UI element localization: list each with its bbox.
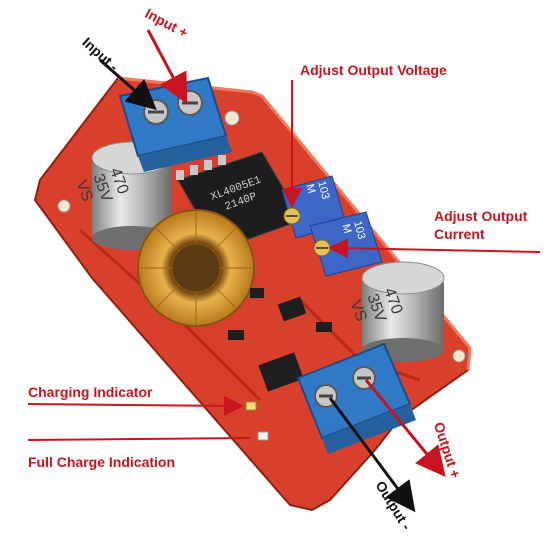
label-charging-indicator: Charging Indicator [28,384,153,400]
pot-top-code: 103 [315,180,331,201]
label-adjust-voltage: Adjust Output Voltage [300,62,447,78]
arrow-adjust-current [328,238,541,259]
pot-bottom-brand: M [340,223,354,235]
arrow-input-plus [146,29,188,104]
label-adjust-current-line2: Current [434,226,485,242]
annotation-arrows [27,29,541,513]
smd-components [228,288,332,392]
arrow-output-minus [328,397,416,513]
pot-bottom-code: 103 [351,220,367,241]
arrow-charging [27,395,244,416]
cap-right-series: VS [346,298,369,324]
pot-top-brand: M [304,183,318,195]
arrow-output-plus [364,379,446,477]
indicator-leds [245,401,269,441]
label-adjust-current-line1: Adjust Output [434,208,528,224]
arrow-input-minus [99,58,157,110]
cap-left-series: VS [72,178,95,204]
label-full-charge: Full Charge Indication [28,454,176,470]
line-full-charge [27,437,251,441]
inductor-coil [137,209,255,327]
